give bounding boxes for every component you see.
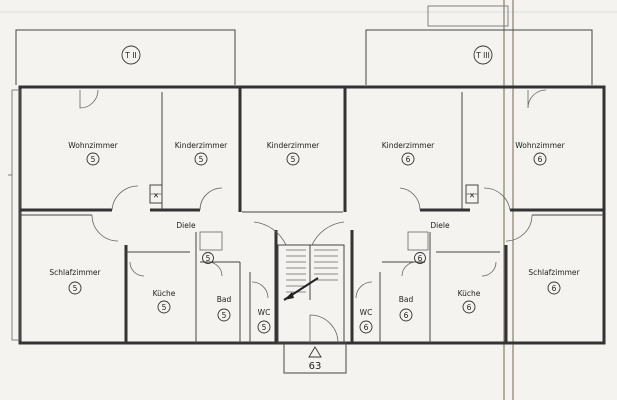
balcony-left: T II [15,29,236,85]
outer-walls [8,85,606,345]
room-name: Kinderzimmer [175,141,228,150]
sheet-box [427,5,509,27]
room-number: 6 [418,254,423,263]
room-wc-right: WC 6 [359,308,373,334]
room-kinderzimmer-left: Kinderzimmer 5 [175,141,228,166]
room-number: 6 [364,323,369,332]
room-number: 6 [538,155,543,164]
room-number: 6 [406,155,411,164]
room-wohnzimmer-left: Wohnzimmer 5 [68,141,119,166]
room-name: Diele [176,221,196,230]
room-name: Bad [217,295,232,304]
entrance-label: 63 [309,361,322,372]
room-kinderzimmer-right: Kinderzimmer 6 [382,141,435,166]
room-schlafzimmer-left: Schlafzimmer 5 [49,268,102,295]
svg-text:✕: ✕ [153,191,159,200]
stairwell [253,221,347,374]
svg-text:✕: ✕ [469,191,475,200]
top-row-walls: ✕ ✕ [20,87,604,213]
lower-right-walls [350,214,604,343]
room-number: 5 [91,155,96,164]
room-number: 5 [199,155,204,164]
room-diele-left: Diele 5 [176,221,214,264]
room-diele-right: Diele 6 [414,221,450,264]
room-name: Diele [430,221,450,230]
room-name: Wohnzimmer [68,141,118,150]
room-number: 5 [73,284,78,293]
room-name: Kinderzimmer [267,141,320,150]
room-number: 6 [467,303,472,312]
room-name: WC [360,308,373,317]
room-name: Küche [153,289,176,298]
room-number: 5 [262,323,267,332]
room-name: Schlafzimmer [49,268,101,277]
room-number: 5 [222,311,227,320]
room-bad-left: Bad 5 [217,295,232,322]
balcony-right: T III [365,29,593,85]
room-kinderzimmer-center: Kinderzimmer 5 [267,141,320,166]
balcony-label: T III [475,51,490,60]
room-bad-right: Bad 6 [399,295,414,322]
room-name: Kinderzimmer [382,141,435,150]
room-name: Schlafzimmer [528,268,580,277]
room-name: WC [258,308,271,317]
room-schlafzimmer-right: Schlafzimmer 6 [528,268,581,295]
room-kueche-right: Küche 6 [458,289,481,314]
room-number: 6 [404,311,409,320]
room-name: Wohnzimmer [515,141,565,150]
room-number: 5 [162,303,167,312]
room-wohnzimmer-right: Wohnzimmer 6 [515,141,566,166]
room-number: 6 [552,284,557,293]
lower-left-walls [20,214,278,343]
balcony-label: T II [124,51,136,60]
room-number: 5 [206,254,211,263]
room-wc-left: WC 5 [257,308,271,334]
room-number: 5 [291,155,296,164]
room-name: Küche [458,289,481,298]
room-name: Bad [399,295,414,304]
room-kueche-left: Küche 5 [153,289,176,314]
